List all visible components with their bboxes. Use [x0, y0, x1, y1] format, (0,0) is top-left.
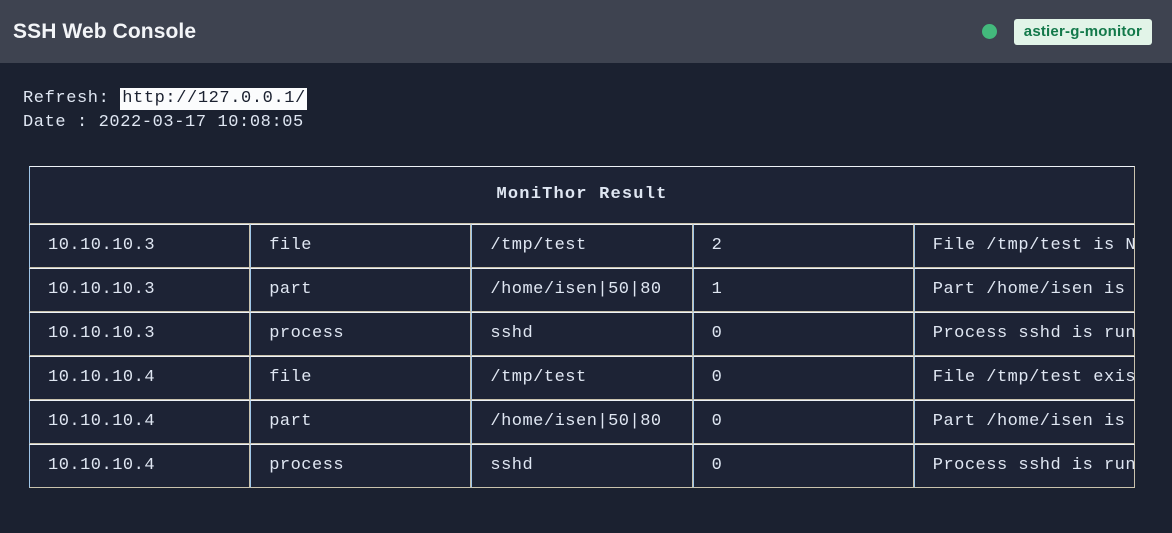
cell-code: 1 [692, 268, 914, 312]
cell-type: file [250, 224, 472, 268]
cell-ip: 10.10.10.4 [29, 400, 251, 444]
table-body: 10.10.10.3 file /tmp/test 2 File /tmp/te… [29, 224, 1135, 488]
cell-message: Process sshd is running [913, 444, 1135, 488]
cell-code: 2 [692, 224, 914, 268]
page-title: SSH Web Console [13, 19, 197, 43]
table-title-row: MoniThor Result [29, 166, 1135, 224]
table-row: 10.10.10.4 process sshd 0 Process sshd i… [29, 444, 1135, 488]
cell-target: /home/isen|50|80 [471, 400, 693, 444]
status-badge[interactable]: astier-g-monitor [1013, 18, 1152, 45]
cell-ip: 10.10.10.3 [29, 268, 251, 312]
cell-type: part [250, 400, 472, 444]
table-row: 10.10.10.3 part /home/isen|50|80 1 Part … [29, 268, 1135, 312]
cell-code: 0 [692, 312, 914, 356]
cell-type: process [250, 444, 472, 488]
cell-target: sshd [471, 444, 693, 488]
table-title: MoniThor Result [29, 166, 1135, 224]
table-row: 10.10.10.3 process sshd 0 Process sshd i… [29, 312, 1135, 356]
cell-code: 0 [692, 356, 914, 400]
cell-target: /tmp/test [471, 224, 693, 268]
date-value: 2022-03-17 10:08:05 [98, 113, 304, 132]
cell-message: Part /home/isen is under 50% : 1 [913, 400, 1135, 444]
cell-ip: 10.10.10.4 [29, 356, 251, 400]
cell-type: file [250, 356, 472, 400]
refresh-label: Refresh: [23, 89, 121, 108]
app-header: SSH Web Console astier-g-monitor [0, 0, 1172, 63]
cell-target: /home/isen|50|80 [471, 268, 693, 312]
cell-code: 0 [692, 400, 914, 444]
date-line: Date : 2022-03-17 10:08:05 [23, 111, 1172, 135]
cell-message: File /tmp/test is NOT present [913, 224, 1135, 268]
status-online-indicator-icon [981, 24, 997, 39]
cell-message: File /tmp/test exist [913, 356, 1135, 400]
cell-type: process [250, 312, 472, 356]
table-row: 10.10.10.4 file /tmp/test 0 File /tmp/te… [29, 356, 1135, 400]
info-block: Refresh: http://127.0.0.1/ Date : 2022-0… [0, 63, 1172, 135]
cell-target: /tmp/test [471, 356, 693, 400]
cell-ip: 10.10.10.3 [29, 224, 251, 268]
table-row: 10.10.10.3 file /tmp/test 2 File /tmp/te… [29, 224, 1135, 268]
cell-target: sshd [471, 312, 693, 356]
refresh-url-link[interactable]: http://127.0.0.1/ [120, 88, 307, 110]
monithor-result-table: MoniThor Result 10.10.10.3 file /tmp/tes… [29, 166, 1135, 488]
cell-code: 0 [692, 444, 914, 488]
table-row: 10.10.10.4 part /home/isen|50|80 0 Part … [29, 400, 1135, 444]
cell-type: part [250, 268, 472, 312]
cell-ip: 10.10.10.3 [29, 312, 251, 356]
monithor-table-container: MoniThor Result 10.10.10.3 file /tmp/tes… [29, 166, 1135, 488]
cell-ip: 10.10.10.4 [29, 444, 251, 488]
date-label: Date : [23, 113, 99, 132]
cell-message: Part /home/isen is between 50% and 80% :… [913, 268, 1135, 312]
refresh-line: Refresh: http://127.0.0.1/ [23, 87, 1172, 111]
host-status-group: astier-g-monitor [981, 18, 1152, 45]
cell-message: Process sshd is running [913, 312, 1135, 356]
